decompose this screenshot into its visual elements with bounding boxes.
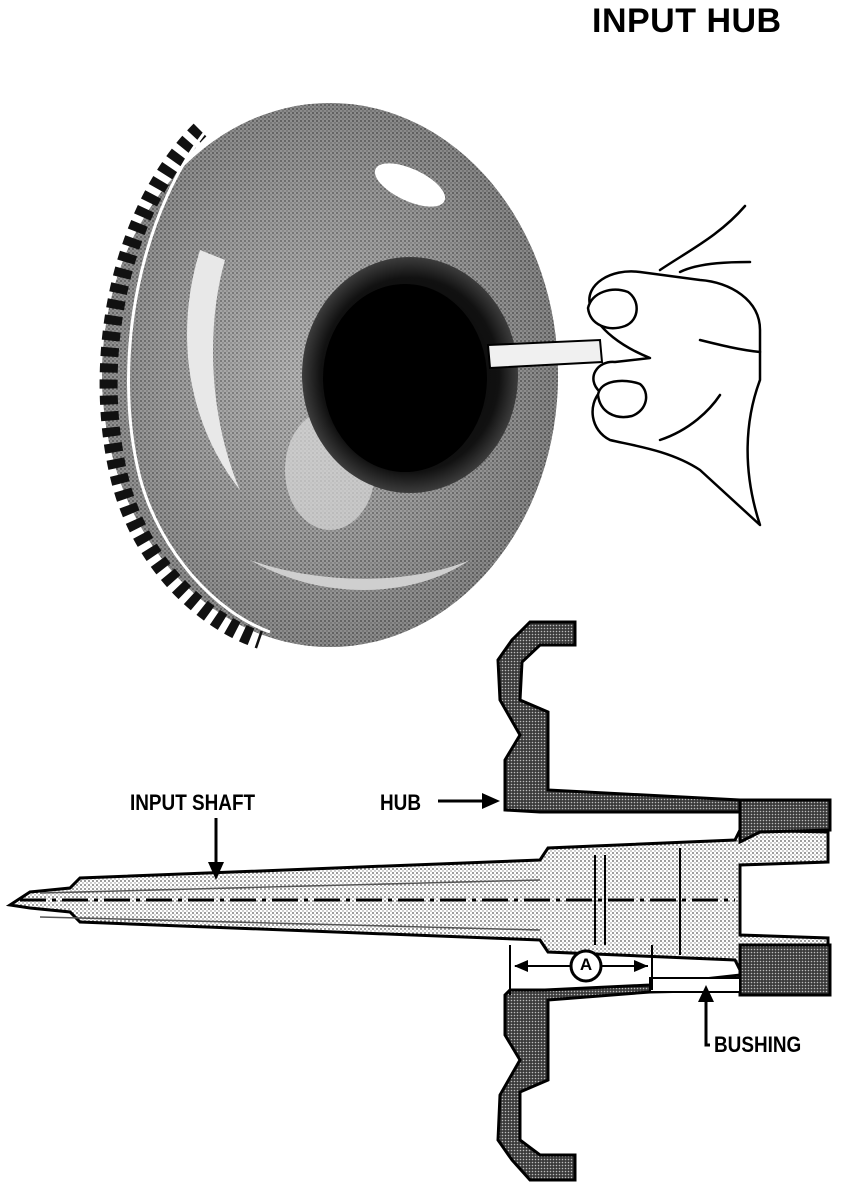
dimension-a-label: A [579,955,593,974]
bushing-label: BUSHING [714,1032,802,1057]
hub-label: HUB [380,790,421,815]
torque-converter-drawing [99,103,762,649]
hub-cross-section [5,620,832,1182]
input-shaft-label: INPUT SHAFT [130,790,256,815]
figure-title: INPUT HUB [592,2,782,40]
